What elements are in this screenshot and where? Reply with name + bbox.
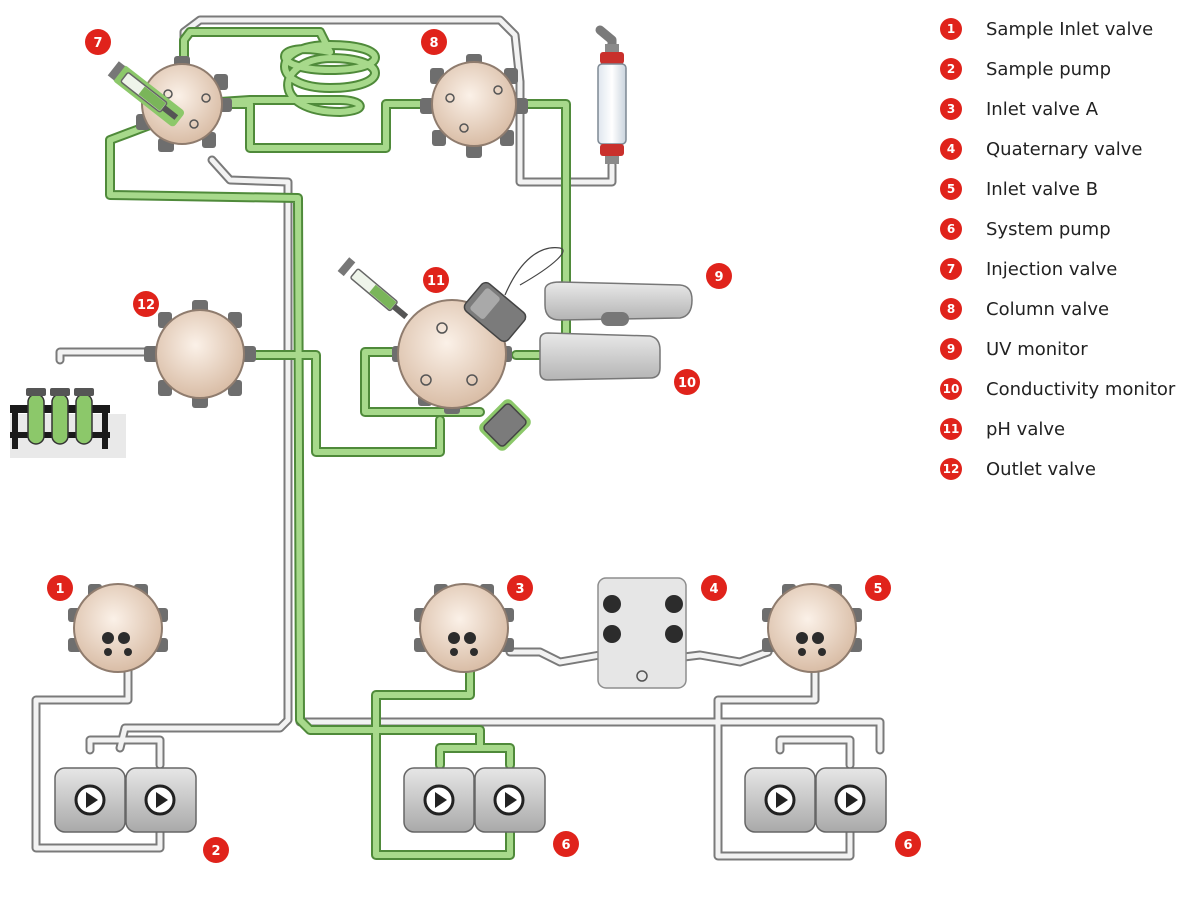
svg-text:9: 9 xyxy=(714,270,723,285)
legend-label: pH valve xyxy=(986,418,1066,440)
quaternary-valve xyxy=(597,577,687,689)
callout-badge-3: 3 xyxy=(507,575,533,601)
legend-label: Column valve xyxy=(986,298,1110,320)
legend-label: Conductivity monitor xyxy=(986,378,1176,400)
column-valve xyxy=(420,54,528,158)
callout-badge-5: 5 xyxy=(865,575,891,601)
svg-text:6: 6 xyxy=(561,838,570,853)
callout-badge-6a: 6 xyxy=(553,831,579,857)
legend-number: 10 xyxy=(940,378,962,400)
callout-badge-6b: 6 xyxy=(895,831,921,857)
svg-text:8: 8 xyxy=(429,36,438,51)
active-flow-tubing xyxy=(105,27,571,860)
sample-inlet-valve xyxy=(68,583,168,673)
legend-label: Outlet valve xyxy=(986,458,1096,480)
inlet-valve-a xyxy=(414,583,514,673)
legend-item: 7 Injection valve xyxy=(940,254,1117,284)
ph-syringe-icon xyxy=(337,257,409,320)
legend-label: UV monitor xyxy=(986,338,1088,360)
svg-text:1: 1 xyxy=(55,582,64,597)
svg-text:11: 11 xyxy=(427,274,445,289)
legend-item: 10 Conductivity monitor xyxy=(940,374,1175,404)
callout-badge-2: 2 xyxy=(203,837,229,863)
legend-number: 3 xyxy=(940,98,962,120)
legend-item: 4 Quaternary valve xyxy=(940,134,1142,164)
sample-pump xyxy=(54,767,197,833)
legend-item: 11 pH valve xyxy=(940,414,1065,444)
legend-number: 8 xyxy=(940,298,962,320)
legend-item: 5 Inlet valve B xyxy=(940,174,1098,204)
callout-badge-1: 1 xyxy=(47,575,73,601)
svg-text:5: 5 xyxy=(873,582,882,597)
legend-label: Inlet valve B xyxy=(986,178,1099,200)
ph-valve xyxy=(392,299,512,414)
callout-badge-12: 12 xyxy=(133,291,159,317)
system-pump-a xyxy=(403,767,546,833)
fraction-collector-tubes xyxy=(10,388,126,458)
outlet-valve xyxy=(144,300,256,408)
callout-badge-10: 10 xyxy=(674,369,700,395)
callout-badge-11: 11 xyxy=(423,267,449,293)
legend-number: 1 xyxy=(940,18,962,40)
legend-label: Sample Inlet valve xyxy=(986,18,1154,40)
legend-item: 2 Sample pump xyxy=(940,54,1111,84)
legend-number: 9 xyxy=(940,338,962,360)
injection-valve xyxy=(136,56,232,152)
syringe-icon xyxy=(107,61,185,127)
callout-badge-8: 8 xyxy=(421,29,447,55)
legend-item: 9 UV monitor xyxy=(940,334,1088,364)
legend-item: 8 Column valve xyxy=(940,294,1109,324)
callout-badge-7: 7 xyxy=(85,29,111,55)
svg-text:2: 2 xyxy=(211,844,220,859)
svg-text:10: 10 xyxy=(678,376,696,391)
svg-text:4: 4 xyxy=(709,582,718,597)
inlet-valve-b xyxy=(762,583,862,673)
svg-text:3: 3 xyxy=(515,582,524,597)
uv-monitor xyxy=(544,281,693,326)
legend-number: 7 xyxy=(940,258,962,280)
legend-number: 4 xyxy=(940,138,962,160)
legend-label: Quaternary valve xyxy=(986,138,1143,160)
legend-item: 12 Outlet valve xyxy=(940,454,1096,484)
legend-label: System pump xyxy=(986,218,1111,240)
legend-item: 6 System pump xyxy=(940,214,1111,244)
svg-text:6: 6 xyxy=(903,838,912,853)
callout-badge-9: 9 xyxy=(706,263,732,289)
legend-item: 3 Inlet valve A xyxy=(940,94,1098,124)
legend-label: Inlet valve A xyxy=(986,98,1099,120)
legend-label: Injection valve xyxy=(986,258,1118,280)
legend-number: 6 xyxy=(940,218,962,240)
callout-badge-4: 4 xyxy=(701,575,727,601)
legend-number: 5 xyxy=(940,178,962,200)
callout-badges: 1 2 3 4 5 6 6 6 7 8 9 10 11 12 xyxy=(47,29,921,863)
conductivity-monitor xyxy=(539,332,661,381)
svg-text:12: 12 xyxy=(137,298,155,313)
legend-label: Sample pump xyxy=(986,58,1112,80)
svg-text:7: 7 xyxy=(93,36,102,51)
ph-electrode xyxy=(463,247,564,451)
legend-number: 2 xyxy=(940,58,962,80)
legend-item: 1 Sample Inlet valve xyxy=(940,14,1153,44)
column xyxy=(597,44,627,164)
legend-number: 11 xyxy=(940,418,962,440)
legend-number: 12 xyxy=(940,458,962,480)
system-pump-b xyxy=(744,767,887,833)
